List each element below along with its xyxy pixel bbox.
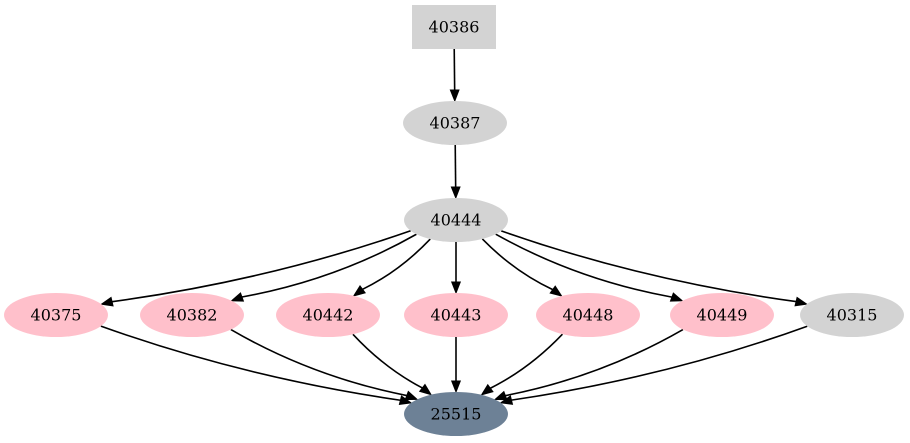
graph-edge bbox=[505, 328, 684, 397]
graph-node-40382[interactable]: 40382 bbox=[140, 293, 244, 337]
graph-edge bbox=[500, 230, 797, 303]
graph-edge bbox=[511, 325, 808, 401]
arrow-head-icon bbox=[450, 380, 462, 394]
graph-edge bbox=[100, 325, 401, 402]
node-shape-40387[interactable] bbox=[403, 101, 507, 145]
node-shape-40444[interactable] bbox=[404, 198, 508, 242]
node-shape-40448[interactable] bbox=[536, 293, 640, 337]
arrow-head-icon bbox=[669, 292, 684, 302]
graph-node-40449[interactable]: 40449 bbox=[670, 293, 774, 337]
graph-node-40444[interactable]: 40444 bbox=[404, 198, 508, 242]
graph-edge bbox=[230, 328, 407, 397]
graph-edge bbox=[241, 233, 417, 298]
arrow-head-icon bbox=[493, 390, 508, 401]
graph-node-40442[interactable]: 40442 bbox=[276, 293, 380, 337]
arrow-head-icon bbox=[230, 292, 245, 302]
arrow-head-icon bbox=[549, 285, 563, 297]
node-shape-40375[interactable] bbox=[4, 293, 108, 337]
arrow-head-icon bbox=[100, 296, 114, 307]
arrow-head-icon bbox=[794, 296, 809, 307]
graph-node-40375[interactable]: 40375 bbox=[4, 293, 108, 337]
node-shape-40315[interactable] bbox=[800, 293, 904, 337]
arrow-head-icon bbox=[480, 383, 494, 396]
arrow-head-icon bbox=[450, 186, 461, 200]
graph-node-40315[interactable]: 40315 bbox=[800, 293, 904, 337]
node-shape-40442[interactable] bbox=[276, 293, 380, 337]
node-shape-40443[interactable] bbox=[404, 293, 508, 337]
graph-edge bbox=[489, 333, 564, 389]
arrow-head-icon bbox=[449, 89, 460, 103]
arrow-head-icon bbox=[450, 281, 462, 295]
graph-node-40387[interactable]: 40387 bbox=[403, 101, 507, 145]
graph-edge bbox=[362, 238, 431, 291]
graph-edge bbox=[495, 233, 673, 298]
node-shape-40382[interactable] bbox=[140, 293, 244, 337]
graph-edge bbox=[111, 230, 411, 303]
arrow-head-icon bbox=[418, 383, 433, 396]
graph-edge bbox=[481, 238, 554, 291]
graph-node-40448[interactable]: 40448 bbox=[536, 293, 640, 337]
graph-edge bbox=[352, 333, 423, 389]
graph-node-40443[interactable]: 40443 bbox=[404, 293, 508, 337]
node-shape-40449[interactable] bbox=[670, 293, 774, 337]
arrow-head-icon bbox=[352, 284, 366, 297]
graph-node-25515[interactable]: 25515 bbox=[404, 392, 508, 436]
arrow-head-icon bbox=[404, 390, 419, 401]
node-shape-25515[interactable] bbox=[404, 392, 508, 436]
graph-node-40386[interactable]: 40386 bbox=[412, 5, 496, 49]
node-shape-40386[interactable] bbox=[412, 5, 496, 49]
arrow-head-icon bbox=[499, 395, 514, 405]
edges-layer bbox=[100, 48, 809, 406]
